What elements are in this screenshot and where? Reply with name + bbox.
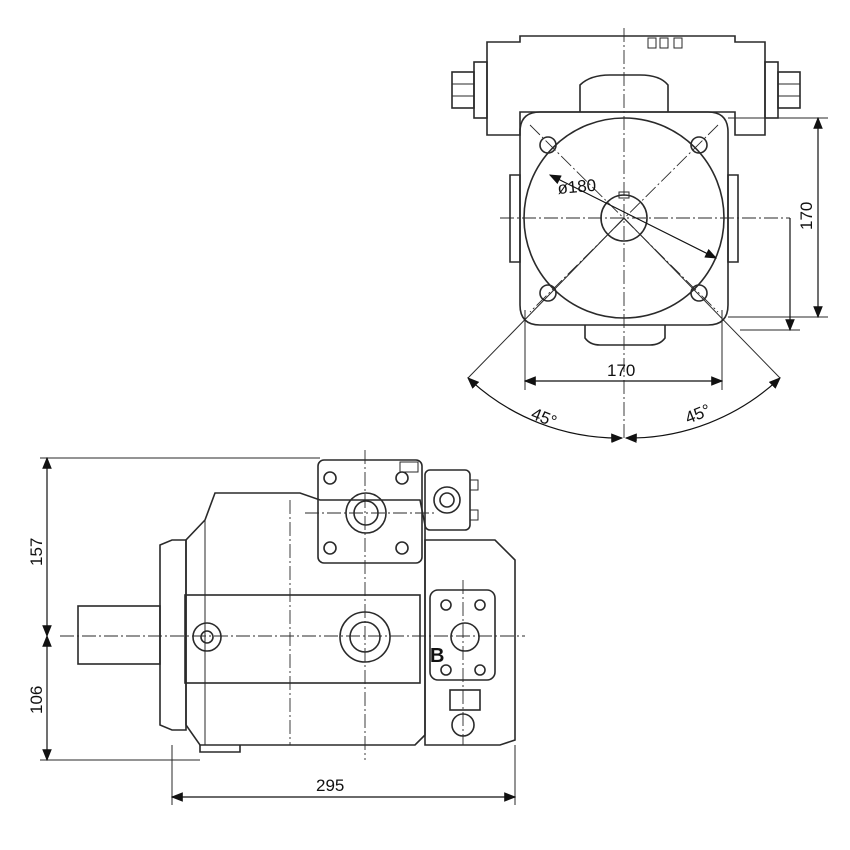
pump-main-body — [185, 492, 426, 746]
angle-left-label: 45° — [529, 404, 560, 431]
vertical-dim-label: 170 — [797, 202, 816, 230]
front-view: ø180 170 170 45° 45° — [451, 28, 828, 443]
bolt-hole — [690, 136, 708, 154]
pump-top-body — [486, 35, 766, 136]
bolt-hole — [690, 284, 708, 302]
bolt-hole — [539, 136, 557, 154]
left-port-hex — [451, 71, 475, 109]
length-label: 295 — [316, 776, 344, 795]
flange-diameter-label: ø180 — [557, 176, 597, 198]
horizontal-dim-label: 170 — [607, 361, 635, 380]
body-band — [184, 594, 421, 684]
bolt-hole — [539, 284, 557, 302]
height-above-axis-label: 157 — [27, 538, 46, 566]
drive-shaft — [77, 605, 161, 665]
control-block — [317, 459, 423, 564]
right-port-hex — [777, 71, 801, 109]
mounting-flange — [519, 111, 729, 326]
height-below-axis-label: 106 — [27, 686, 46, 714]
port-b-label: B — [430, 645, 444, 667]
side-view: B 157 106 295 — [27, 450, 525, 805]
port-b-flange — [429, 589, 496, 681]
